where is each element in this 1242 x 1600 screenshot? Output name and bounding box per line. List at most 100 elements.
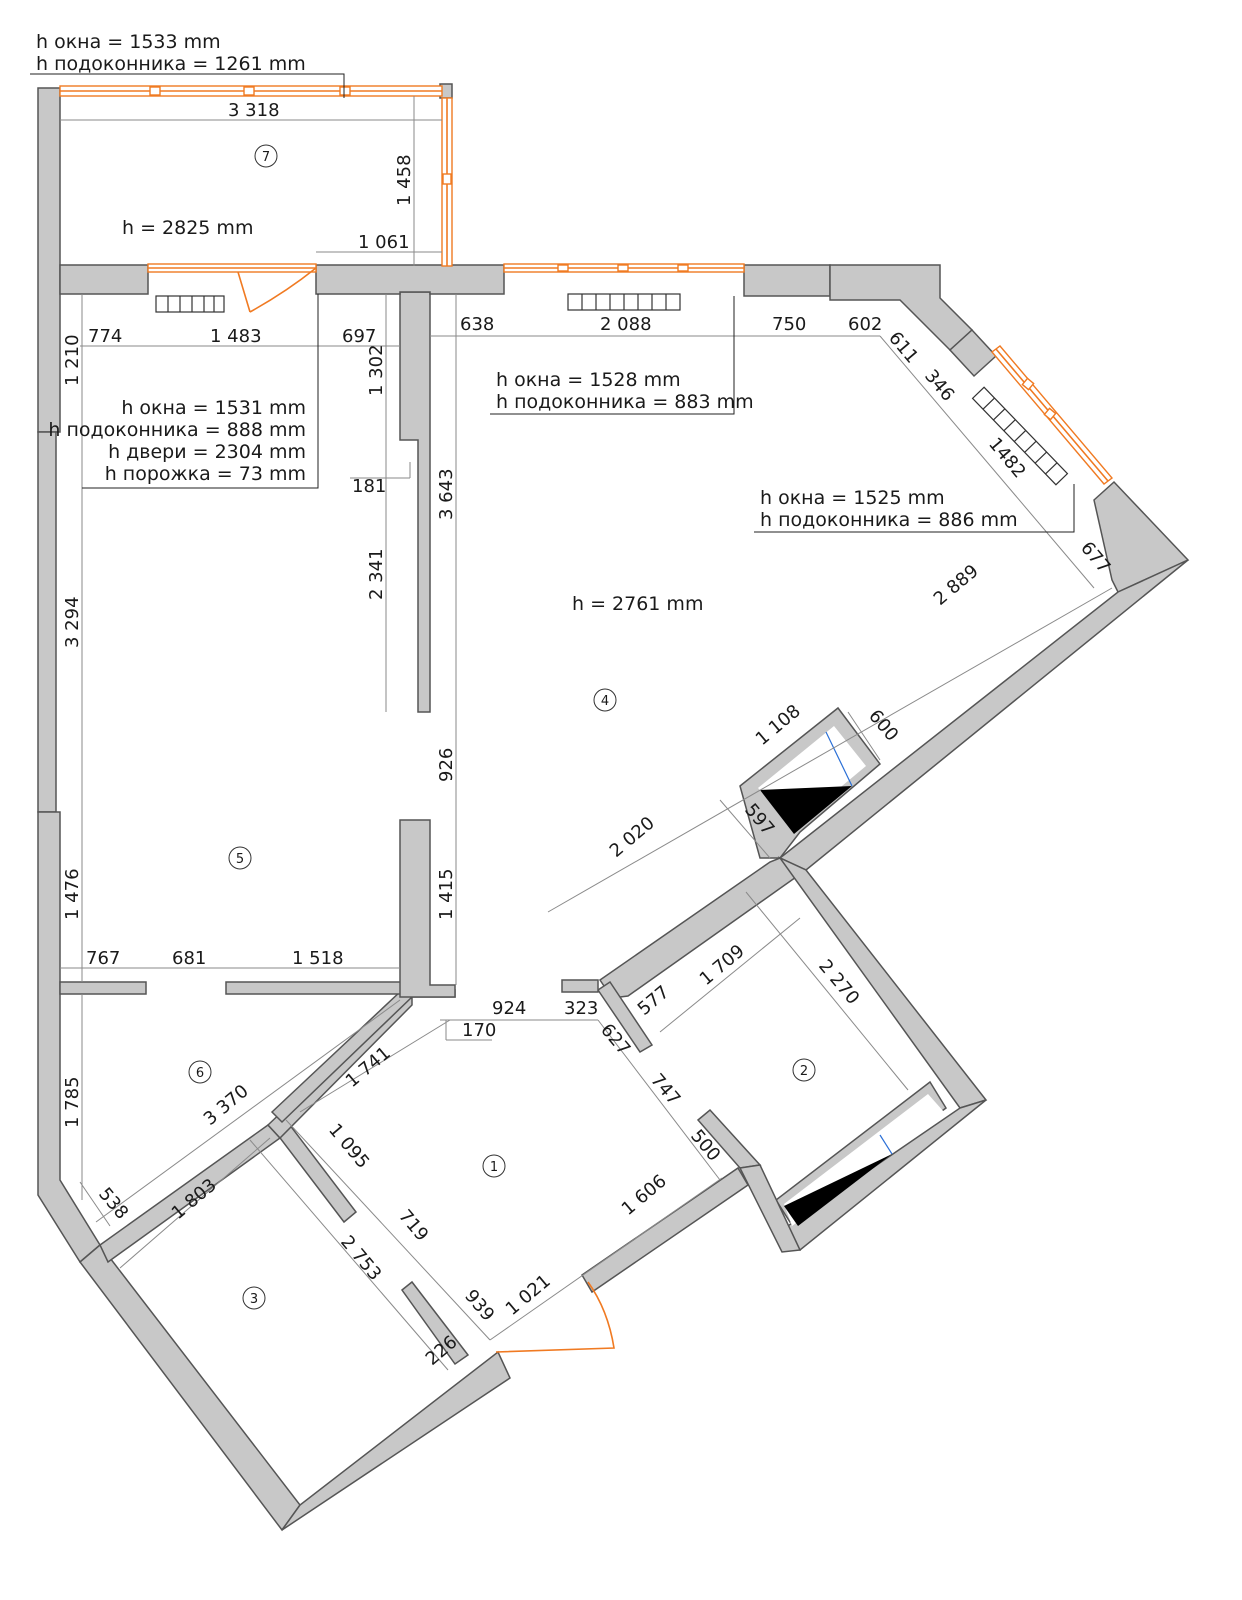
windows xyxy=(59,85,1114,1353)
entrance-door xyxy=(495,1281,615,1353)
wall-right-angle xyxy=(1093,480,1190,593)
wall-room6-top-right xyxy=(225,981,405,995)
wall-corridor-block xyxy=(270,989,456,1124)
dim-2020: 2 020 xyxy=(606,813,659,862)
dim-926: 926 xyxy=(436,748,457,782)
room-marker-4: 4 xyxy=(593,688,617,712)
shaft1-line xyxy=(825,731,853,787)
balcony-mullion-3 xyxy=(339,86,351,96)
dim-181: 181 xyxy=(352,476,386,497)
dim-1483: 1 483 xyxy=(210,326,262,347)
dim-538: 538 xyxy=(94,1184,132,1224)
balcony-mullion-2 xyxy=(243,86,255,96)
svg-text:6: 6 xyxy=(196,1066,204,1081)
wall-top-middle xyxy=(315,264,505,295)
corner-mullion-2 xyxy=(1043,407,1057,421)
dim-774: 774 xyxy=(88,326,122,347)
dim-1415: 1 415 xyxy=(436,868,457,920)
note2-line3: h двери = 2304 mm xyxy=(108,441,306,463)
balcony-door-arc xyxy=(237,267,317,313)
dim-1061: 1 061 xyxy=(358,232,410,253)
wall-door-stub-small xyxy=(561,979,599,993)
room-marker-1: 1 xyxy=(482,1154,506,1178)
corner-mullion-1 xyxy=(1021,377,1035,391)
dim-1458: 1 458 xyxy=(394,154,415,206)
shaft2-line xyxy=(879,1134,893,1155)
wall-room6-diagonal xyxy=(266,997,413,1140)
note-1: h окна = 1533 mm h подоконника = 1261 mm xyxy=(36,31,306,75)
radiator-room5 xyxy=(155,295,225,313)
svg-text:4: 4 xyxy=(601,694,609,709)
dim-2889: 2 889 xyxy=(930,561,983,610)
note2-line4: h порожка = 73 mm xyxy=(105,463,306,485)
room-marker-5: 5 xyxy=(228,846,252,870)
room-marker-7: 7 xyxy=(254,144,278,168)
walls xyxy=(37,83,1190,1532)
balcony-mullion-4 xyxy=(442,173,452,185)
dim-2088: 2 088 xyxy=(600,314,652,335)
dim-767: 767 xyxy=(86,948,120,969)
radiators xyxy=(155,293,1069,486)
wall-bottom-left xyxy=(78,1243,301,1532)
shaft1-fill xyxy=(760,786,852,834)
wall-room3-partition xyxy=(400,1280,470,1366)
dim-681: 681 xyxy=(172,948,206,969)
wall-top-right xyxy=(743,264,831,297)
room4-mullion-2 xyxy=(617,264,629,272)
svg-text:1: 1 xyxy=(490,1160,498,1175)
dim-1021: 1 021 xyxy=(502,1271,555,1320)
balcony-mullion-1 xyxy=(149,86,161,96)
dim-939: 939 xyxy=(460,1286,498,1326)
dim-1606: 1 606 xyxy=(618,1171,671,1220)
note2-line2: h подоконника = 888 mm xyxy=(48,419,306,441)
dim-611: 611 xyxy=(884,328,922,368)
wall-left-upper xyxy=(37,87,61,433)
room4-mullion-1 xyxy=(557,264,569,272)
note1-line1: h окна = 1533 mm xyxy=(36,31,221,53)
dim-750: 750 xyxy=(772,314,806,335)
main-height: h = 2761 mm xyxy=(572,593,703,615)
dim-602: 602 xyxy=(848,314,882,335)
note4-line2: h подоконника = 886 mm xyxy=(760,509,1018,531)
dim-323: 323 xyxy=(564,998,598,1019)
room-marker-6: 6 xyxy=(188,1060,212,1084)
dim-1476: 1 476 xyxy=(62,868,83,920)
svg-text:7: 7 xyxy=(262,150,270,165)
svg-text:3: 3 xyxy=(250,1292,258,1307)
wall-room6-top-left xyxy=(59,981,147,995)
dim-1518: 1 518 xyxy=(292,948,344,969)
radiator-corner xyxy=(971,386,1069,486)
dim-2341: 2 341 xyxy=(366,548,387,600)
note3-line1: h окна = 1528 mm xyxy=(496,369,681,391)
dim-719: 719 xyxy=(394,1206,432,1246)
shaft2-fill xyxy=(784,1154,892,1226)
wall-left-mid xyxy=(37,431,57,813)
dim-1095: 1 095 xyxy=(324,1120,373,1173)
note-3: h окна = 1528 mm h подоконника = 883 mm xyxy=(496,369,754,413)
dim-697: 697 xyxy=(342,326,376,347)
note1-line2: h подоконника = 1261 mm xyxy=(36,53,306,75)
room-marker-2: 2 xyxy=(792,1058,816,1082)
note-2: h окна = 1531 mm h подоконника = 888 mm … xyxy=(48,397,306,485)
room4-mullion-3 xyxy=(677,264,689,272)
dim-747: 747 xyxy=(646,1070,684,1110)
svg-text:2: 2 xyxy=(800,1064,808,1079)
wall-top-left xyxy=(59,264,149,295)
dim-346: 346 xyxy=(920,366,958,406)
wall-bottom-right xyxy=(281,1350,511,1531)
dim-1785: 1 785 xyxy=(62,1076,83,1128)
note4-line1: h окна = 1525 mm xyxy=(760,487,945,509)
room-marker-3: 3 xyxy=(242,1286,266,1310)
dim-3370: 3 370 xyxy=(200,1081,253,1130)
balcony-height: h = 2825 mm xyxy=(122,217,253,239)
dim-638: 638 xyxy=(460,314,494,335)
leaders xyxy=(30,73,1075,533)
radiator-room4 xyxy=(567,293,681,311)
dim-1210: 1 210 xyxy=(62,334,83,386)
svg-text:5: 5 xyxy=(236,852,244,867)
dim-924: 924 xyxy=(492,998,526,1019)
room-markers: 7 4 5 6 2 1 3 xyxy=(188,144,816,1310)
wall-column-lower xyxy=(399,819,456,998)
dim-3318: 3 318 xyxy=(228,100,280,121)
dim-1302: 1 302 xyxy=(366,344,387,396)
